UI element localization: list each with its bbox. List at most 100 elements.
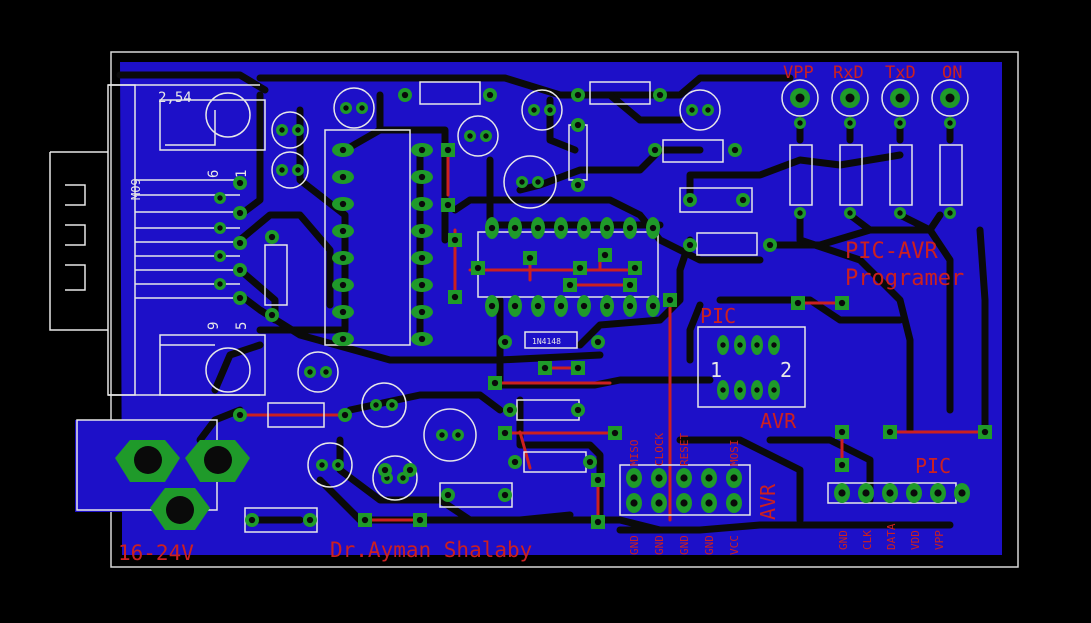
pad-hole: [343, 105, 349, 111]
pad-hole: [401, 91, 409, 99]
pad-hole: [488, 302, 496, 310]
pad-hole: [534, 302, 542, 310]
title-line1: PIC-AVR: [845, 239, 938, 264]
led-vpp-label: VPP: [783, 63, 814, 83]
conn-pin5: 5: [234, 322, 250, 330]
silkscreen: [49, 79, 969, 533]
labels: PIC-AVR Programer Dr.Ayman Shalaby 16-24…: [118, 63, 964, 565]
pad-hole: [574, 406, 582, 414]
pad-hole: [418, 254, 426, 262]
avr-pin-label: MOSI: [728, 440, 741, 467]
pad-hole: [574, 91, 582, 99]
pad-hole: [418, 335, 426, 343]
pad-hole: [217, 225, 223, 231]
avr-socket-label: AVR: [760, 409, 797, 433]
pads: [214, 88, 992, 529]
conn-pin6: 6: [206, 170, 222, 178]
pad-hole: [359, 105, 365, 111]
via-hole: [886, 428, 894, 436]
pad-hole: [406, 466, 414, 474]
pad-hole: [279, 127, 285, 133]
pad-hole: [771, 342, 777, 348]
pad-hole: [934, 489, 942, 497]
pad-hole: [467, 133, 473, 139]
pad-hole: [511, 302, 519, 310]
pad-hole: [236, 239, 244, 247]
pad-hole: [236, 209, 244, 217]
pad-hole: [339, 254, 347, 262]
pad-hole: [651, 146, 659, 154]
pad-hole: [686, 196, 694, 204]
title-line2: Programer: [845, 266, 964, 291]
pad-hole: [797, 120, 803, 126]
pad-hole: [795, 93, 805, 103]
pad-hole: [295, 127, 301, 133]
pad-hole: [534, 224, 542, 232]
via-hole: [981, 428, 989, 436]
author-label: Dr.Ayman Shalaby: [330, 538, 532, 562]
via-hole: [631, 264, 639, 272]
pad-hole: [248, 516, 256, 524]
pad-hole: [339, 281, 347, 289]
pad-hole: [339, 200, 347, 208]
avr-pin-label: CLOCK: [653, 433, 666, 466]
board-outline: [110, 51, 1019, 568]
pad-hole: [389, 402, 395, 408]
led-rxd-label: RxD: [833, 63, 864, 83]
pad-hole: [897, 120, 903, 126]
pad-hole: [626, 224, 634, 232]
via-hole: [838, 461, 846, 469]
via-hole: [594, 476, 602, 484]
via-hole: [838, 428, 846, 436]
pad-hole: [335, 462, 341, 468]
pad-hole: [339, 308, 347, 316]
pad-hole: [895, 93, 905, 103]
pad-hole: [847, 210, 853, 216]
pad-hole: [730, 474, 738, 482]
pad-hole: [754, 342, 760, 348]
pad-hole: [630, 474, 638, 482]
diode-part: 1N4148: [532, 337, 561, 346]
avr-header-label: AVR: [756, 483, 780, 520]
via-hole: [566, 281, 574, 289]
via-hole: [541, 364, 549, 372]
avr-pin-label: VCC: [728, 535, 741, 555]
pad-hole: [656, 91, 664, 99]
pad-hole: [720, 342, 726, 348]
pad-hole: [519, 179, 525, 185]
avr-pin-label: GND: [678, 535, 691, 555]
pad-hole: [547, 107, 553, 113]
avr-pin-label: RESET: [678, 433, 691, 466]
pic-pin-label: GND: [837, 530, 850, 550]
pad-hole: [649, 302, 657, 310]
pad-hole: [705, 474, 713, 482]
dim-note: 2,54: [158, 90, 192, 106]
pad-hole: [680, 474, 688, 482]
pad-hole: [501, 491, 509, 499]
via-hole: [474, 264, 482, 272]
led-txd-label: TxD: [885, 63, 916, 83]
pad-hole: [400, 475, 406, 481]
pad-hole: [680, 499, 688, 507]
pic-header-label: PIC: [915, 454, 951, 478]
led-on-label: ON: [942, 63, 962, 83]
pad-hole: [910, 489, 918, 497]
pic-pin-label: DATA: [885, 523, 898, 550]
pad-hole: [731, 146, 739, 154]
pad-hole: [217, 281, 223, 287]
pad-hole: [418, 308, 426, 316]
pic-pin-label: CLK: [861, 530, 874, 550]
conn-name: M09: [129, 178, 143, 200]
pad-hole: [279, 167, 285, 173]
pad-hole: [501, 338, 509, 346]
via-hole: [451, 293, 459, 301]
avr-pin-label: GND: [628, 535, 641, 555]
via-hole: [838, 299, 846, 307]
pad-hole: [511, 224, 519, 232]
pad-hole: [418, 146, 426, 154]
pad-hole: [488, 224, 496, 232]
socket-pin1: 1: [710, 358, 722, 382]
pad-hole: [739, 196, 747, 204]
pad-hole: [381, 466, 389, 474]
